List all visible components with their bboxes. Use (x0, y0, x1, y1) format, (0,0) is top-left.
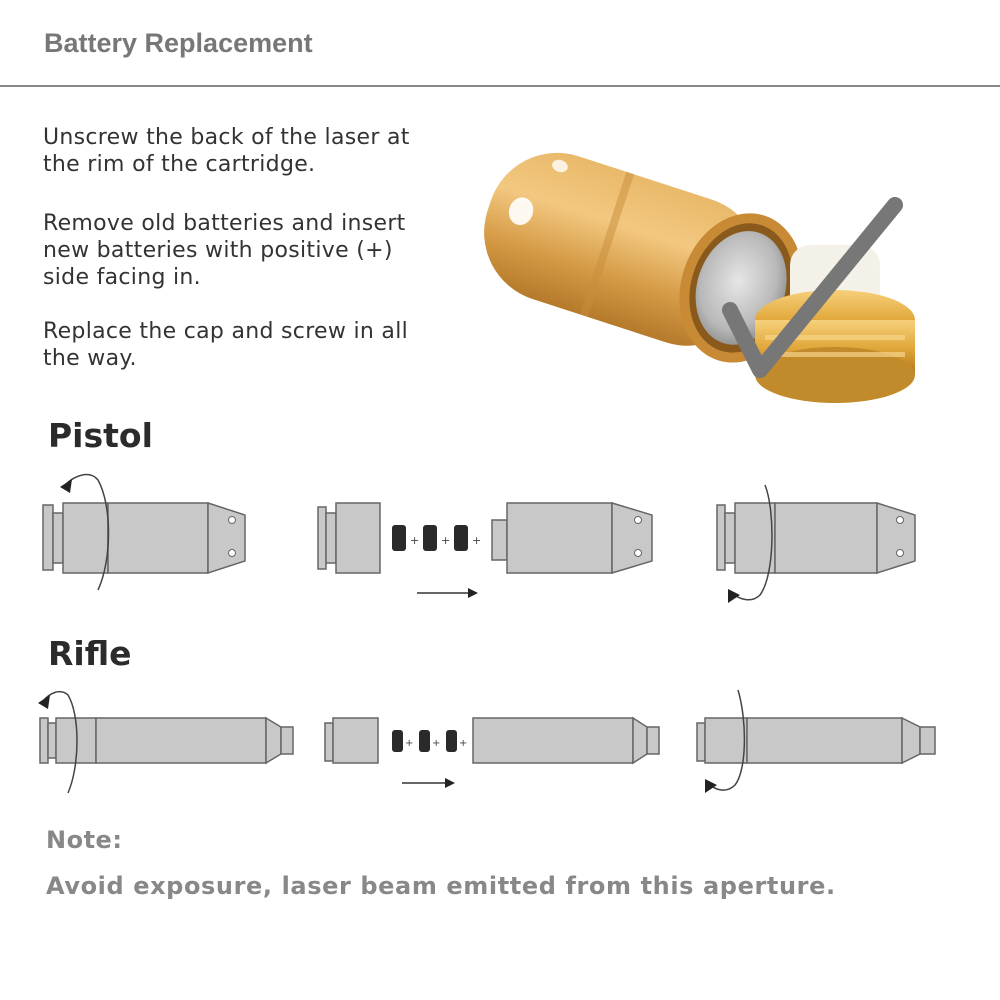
right-arrow-icon (417, 588, 478, 598)
cartridge-photo (484, 152, 915, 403)
svg-text:+: + (405, 738, 413, 749)
page-title: Battery Replacement (44, 28, 313, 58)
pistol-separated-batteries: + + + (317, 501, 653, 598)
battery-icon: + (454, 525, 481, 551)
svg-text:+: + (459, 738, 467, 749)
check-mark-icon (722, 197, 903, 378)
svg-text:+: + (472, 534, 481, 547)
right-arrow-icon (402, 778, 455, 788)
step-replace-cap: Replace the cap and screw in all the way… (43, 319, 409, 371)
rifle-separated-batteries: + + + (324, 716, 660, 788)
rifle-diagram: + + + (38, 689, 936, 794)
battery-icon: + (392, 525, 419, 551)
rotate-arrow-icon (731, 484, 773, 601)
section-rifle: Rifle (48, 634, 132, 673)
battery-icon: + (446, 730, 467, 752)
pistol-assembled-screw (716, 484, 916, 603)
battery-icon: + (423, 525, 450, 551)
pistol-diagram: + + + (42, 473, 916, 603)
header-divider (0, 85, 1000, 87)
svg-text:+: + (410, 534, 419, 547)
section-pistol: Pistol (48, 416, 153, 455)
step-unscrew: Unscrew the back of the laser at the rim… (43, 125, 410, 177)
rotate-arrow-icon (64, 473, 110, 591)
rotate-arrow-icon (708, 689, 746, 791)
svg-text:+: + (441, 534, 450, 547)
step-replace-batteries: Remove old batteries and insert new batt… (43, 211, 406, 290)
svg-text:+: + (432, 738, 440, 749)
rotate-arrow-icon (42, 690, 78, 794)
note-heading: Note: (46, 826, 123, 854)
battery-icon: + (392, 730, 413, 752)
rifle-assembled-screw (696, 689, 936, 793)
pistol-assembled-unscrew (42, 473, 246, 591)
battery-icon: + (419, 730, 440, 752)
note-text: Avoid exposure, laser beam emitted from … (46, 872, 836, 900)
rifle-assembled-unscrew (38, 690, 294, 794)
